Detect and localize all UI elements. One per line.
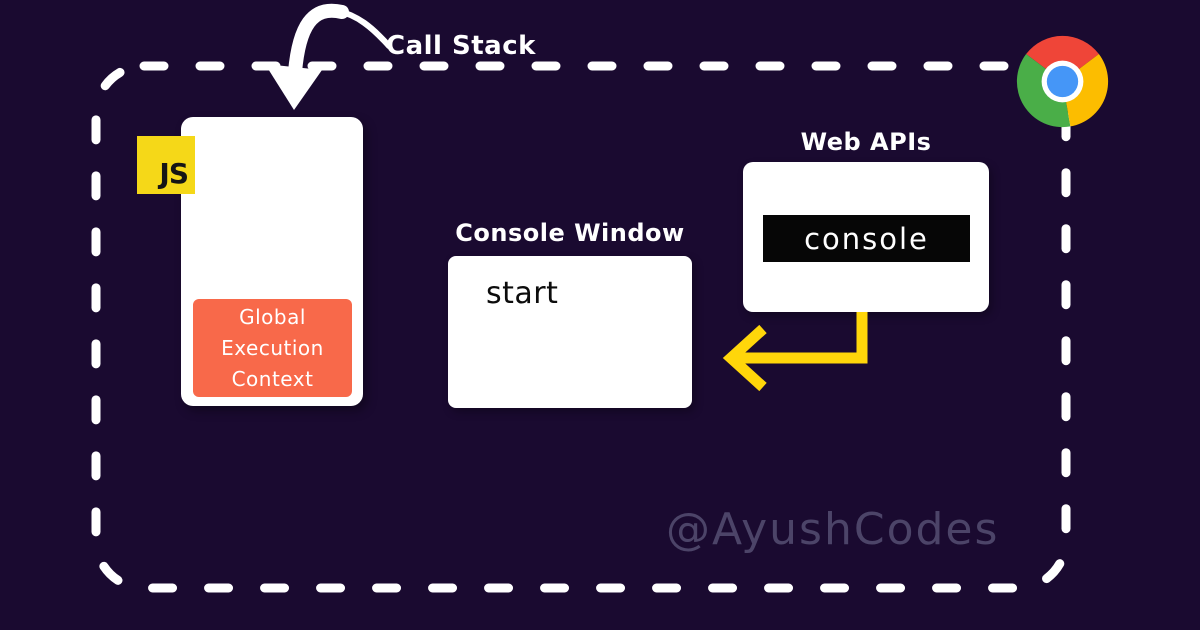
watermark: @AyushCodes (666, 504, 1000, 555)
console-window-box: start (448, 256, 692, 408)
curved-arrow-tail (335, 8, 392, 49)
js-logo-text: JS (159, 157, 189, 190)
console-api-chip: console (763, 215, 970, 262)
flow-arrow-shaft (735, 312, 868, 364)
web-apis-label: Web APIs (800, 128, 932, 156)
chrome-green-segment (1016, 54, 1071, 128)
js-logo-icon: JS (137, 136, 195, 194)
console-output-text: start (486, 276, 559, 311)
web-apis-box: console (743, 162, 989, 312)
chrome-blue-center (1046, 65, 1079, 98)
curved-arrow-head (265, 64, 322, 110)
global-execution-context: Global Execution Context (193, 299, 352, 397)
chrome-yellow-segment (1062, 54, 1109, 127)
console-window-label: Console Window (455, 219, 685, 247)
gec-line-3: Context (231, 366, 314, 391)
call-stack-label: Call Stack (386, 31, 536, 61)
curved-arrow-shaft (288, 3, 349, 79)
chrome-icon (1016, 35, 1109, 128)
gec-line-2: Execution (221, 335, 324, 360)
flow-arrow-head (722, 324, 767, 392)
chrome-red-segment (1026, 35, 1099, 82)
gec-line-1: Global (239, 304, 306, 329)
